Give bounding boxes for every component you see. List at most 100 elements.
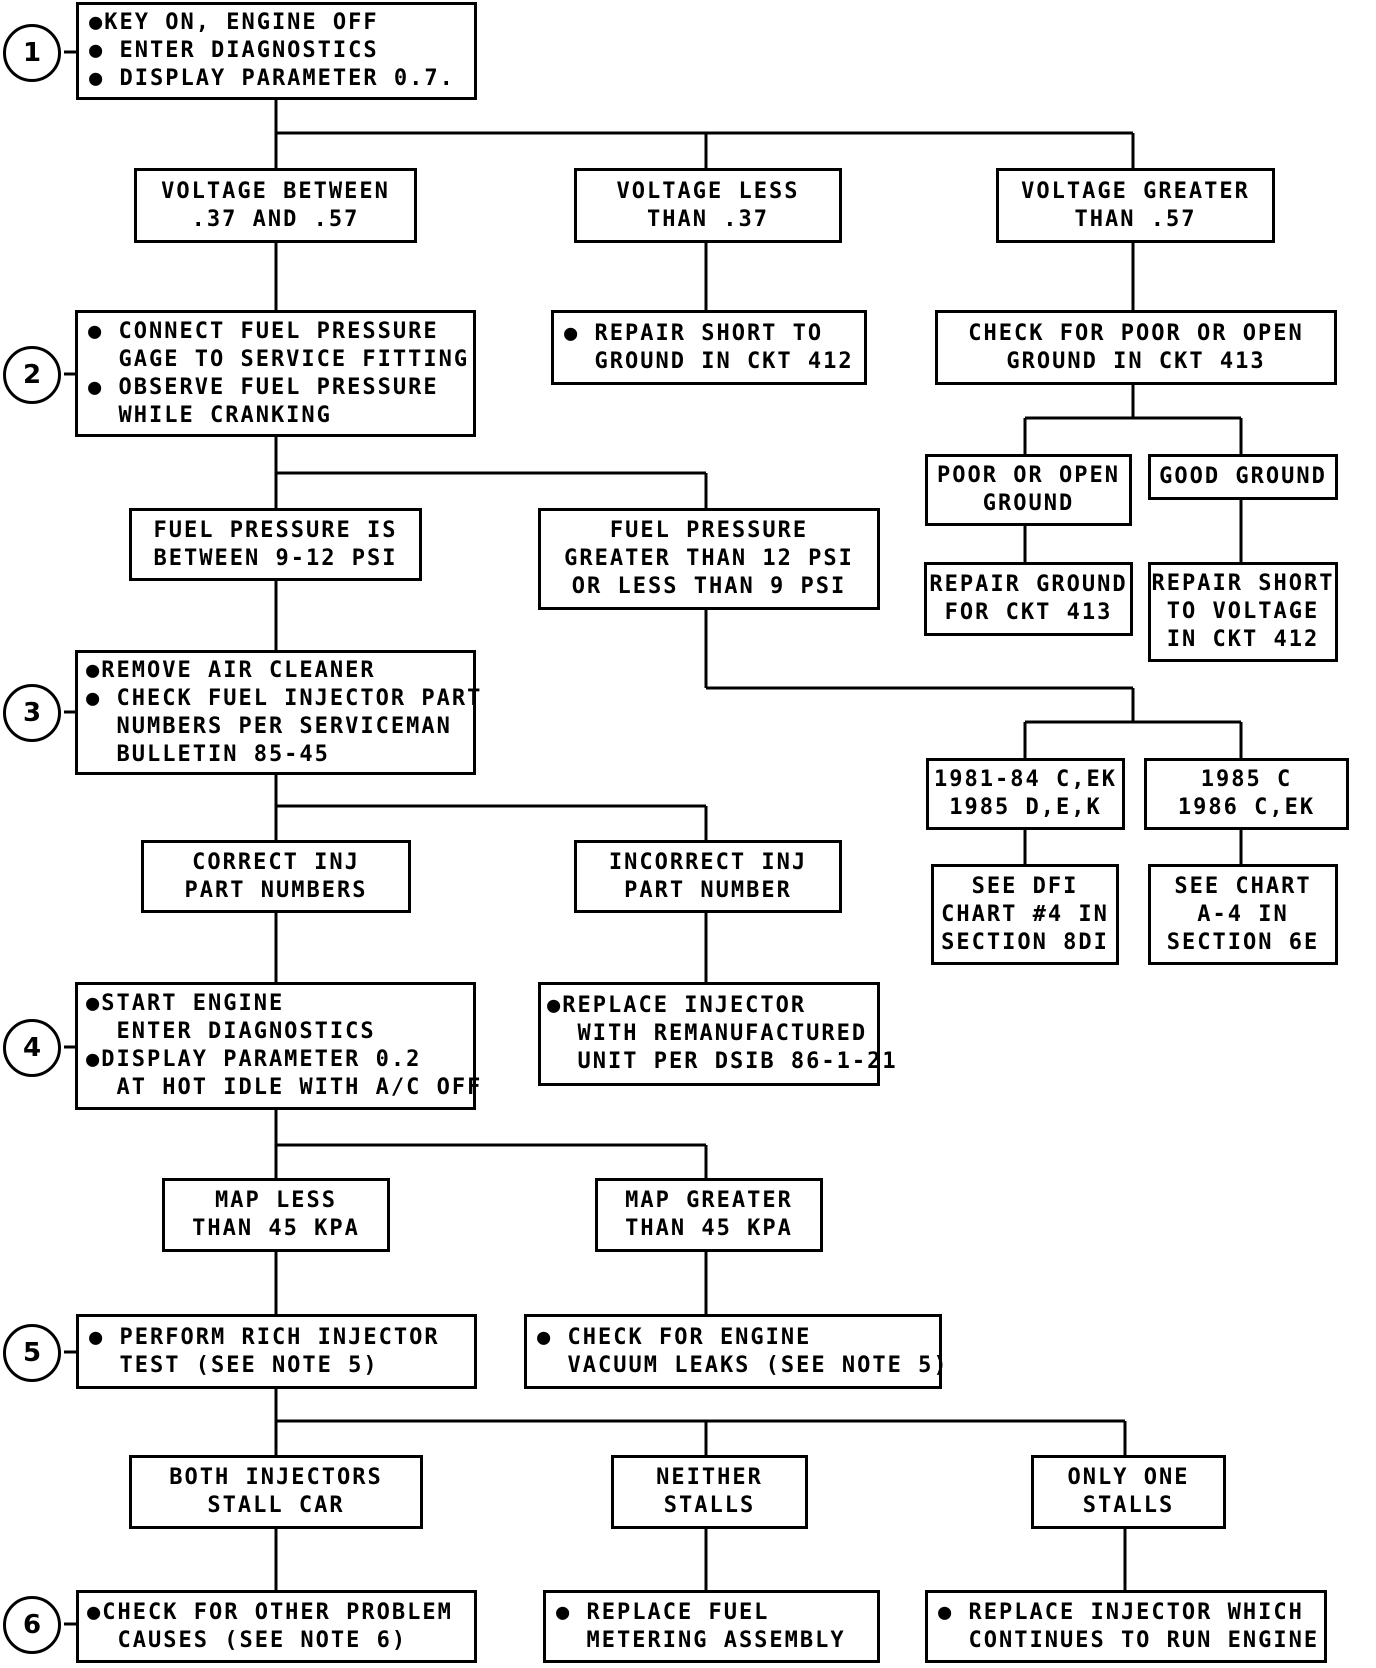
step-4-line: ●DISPLAY PARAMETER 0.2 [86, 1047, 422, 1072]
check-ground-box: CHECK FOR POOR OR OPEN GROUND IN CKT 413 [935, 310, 1337, 385]
box-line: FUEL PRESSURE [609, 518, 809, 543]
box-line: VACUUM LEAKS (SEE NOTE 5) [537, 1352, 949, 1378]
step-2-line: WHILE CRANKING [88, 402, 332, 428]
vacuum-leaks-box: ● CHECK FOR ENGINE VACUUM LEAKS (SEE NOT… [524, 1314, 947, 1389]
step-number-6: 6 [3, 1596, 61, 1654]
step-3-line: BULLETIN 85-45 [86, 741, 330, 767]
box-line: STALLS [663, 1493, 756, 1518]
box-line: VOLTAGE BETWEEN [161, 178, 390, 204]
step-number-5: 5 [3, 1324, 61, 1382]
box-line: ● REPLACE FUEL [556, 1599, 770, 1625]
box-line: VOLTAGE GREATER [1021, 178, 1250, 204]
map-greater-box: MAP GREATER THAN 45 KPA [595, 1178, 823, 1252]
box-line: UNIT PER DSIB 86-1-21 [547, 1049, 898, 1074]
box-line: METERING ASSEMBLY [556, 1627, 846, 1653]
fuel-pressure-between-box: FUEL PRESSURE IS BETWEEN 9-12 PSI [129, 508, 422, 581]
box-line: ONLY ONE [1067, 1465, 1190, 1490]
box-line: 1986 C,EK [1177, 795, 1316, 820]
step-2-box: ● CONNECT FUEL PRESSURE GAGE TO SERVICE … [75, 310, 476, 437]
box-line: TO VOLTAGE [1166, 599, 1320, 624]
box-line: STALLS [1082, 1493, 1175, 1518]
box-line: CHECK FOR POOR OR OPEN [968, 320, 1304, 346]
good-ground-box: GOOD GROUND [1148, 454, 1338, 500]
neither-stalls-box: NEITHER STALLS [611, 1455, 808, 1529]
step-4-line: AT HOT IDLE WITH A/C OFF [86, 1075, 483, 1100]
box-line: PART NUMBERS [184, 877, 368, 903]
incorrect-inj-box: INCORRECT INJ PART NUMBER [574, 840, 842, 913]
step-6-box: ●CHECK FOR OTHER PROBLEM CAUSES (SEE NOT… [76, 1590, 477, 1663]
step-1-line: ●KEY ON, ENGINE OFF [89, 10, 379, 35]
box-line: WITH REMANUFACTURED [547, 1021, 868, 1046]
box-line: CHART #4 IN [941, 901, 1109, 927]
box-line: OR LESS THAN 9 PSI [571, 574, 847, 599]
box-line: ● REPAIR SHORT TO [564, 320, 824, 346]
box-line: GREATER THAN 12 PSI [564, 546, 854, 571]
repair-short-ground-box: ● REPAIR SHORT TO GROUND IN CKT 412 [551, 310, 867, 385]
box-line: GROUND IN CKT 412 [564, 348, 854, 374]
step-4-box: ●START ENGINE ENTER DIAGNOSTICS ●DISPLAY… [75, 982, 480, 1110]
box-line: BOTH INJECTORS [169, 1465, 383, 1490]
box-line: NEITHER [656, 1465, 763, 1490]
step-1-line: ● DISPLAY PARAMETER 0.7. [89, 66, 455, 91]
map-less-box: MAP LESS THAN 45 KPA [162, 1178, 390, 1252]
step-3-line: ● CHECK FUEL INJECTOR PART [86, 685, 483, 711]
box-line: THAN .37 [647, 206, 769, 232]
box-line: CONTINUES TO RUN ENGINE [938, 1627, 1320, 1653]
box-line: GROUND [982, 491, 1075, 516]
repair-short-voltage-box: REPAIR SHORT TO VOLTAGE IN CKT 412 [1148, 562, 1338, 662]
step-2-line: GAGE TO SERVICE FITTING [88, 346, 470, 372]
box-line: A-4 IN [1197, 901, 1289, 927]
box-line: MAP LESS [215, 1188, 337, 1213]
see-chart-a4-box: SEE CHART A-4 IN SECTION 6E [1148, 864, 1338, 965]
box-line: GROUND IN CKT 413 [1006, 348, 1266, 374]
box-line: STALL CAR [207, 1493, 345, 1518]
step-6-line: CAUSES (SEE NOTE 6) [87, 1627, 408, 1653]
replace-injector-which-box: ● REPLACE INJECTOR WHICH CONTINUES TO RU… [925, 1590, 1327, 1663]
step-number-2: 2 [3, 346, 61, 404]
step-1-box: ●KEY ON, ENGINE OFF ● ENTER DIAGNOSTICS … [76, 2, 477, 100]
step-number-3: 3 [3, 684, 61, 742]
step-2-line: ● CONNECT FUEL PRESSURE [88, 318, 439, 344]
box-line: SECTION 6E [1166, 929, 1320, 955]
voltage-less-box: VOLTAGE LESS THAN .37 [574, 168, 842, 243]
step-4-line: ENTER DIAGNOSTICS [86, 1019, 376, 1044]
box-line: ●REPLACE INJECTOR [547, 993, 807, 1018]
fuel-pressure-out-of-range-box: FUEL PRESSURE GREATER THAN 12 PSI OR LES… [538, 508, 880, 610]
year-group-b-box: 1985 C 1986 C,EK [1144, 758, 1349, 830]
box-line: POOR OR OPEN [937, 463, 1120, 488]
correct-inj-box: CORRECT INJ PART NUMBERS [141, 840, 411, 913]
box-line: FOR CKT 413 [944, 600, 1113, 625]
box-line: THAN .57 [1074, 206, 1197, 232]
step-3-box: ●REMOVE AIR CLEANER ● CHECK FUEL INJECTO… [75, 650, 480, 775]
step-number-4: 4 [3, 1019, 61, 1077]
step-4-line: ●START ENGINE [86, 991, 285, 1016]
poor-open-ground-box: POOR OR OPEN GROUND [925, 454, 1132, 526]
box-line: ● CHECK FOR ENGINE [537, 1324, 812, 1350]
step-5-line: TEST (SEE NOTE 5) [89, 1352, 379, 1378]
replace-injector-box: ●REPLACE INJECTOR WITH REMANUFACTURED UN… [538, 982, 896, 1086]
box-line: VOLTAGE LESS [616, 178, 800, 204]
box-line: 1981-84 C,EK [934, 767, 1117, 792]
step-5-box: ● PERFORM RICH INJECTOR TEST (SEE NOTE 5… [76, 1314, 477, 1389]
only-one-stalls-box: ONLY ONE STALLS [1031, 1455, 1226, 1529]
box-line: GOOD GROUND [1159, 464, 1327, 489]
replace-fuel-metering-box: ● REPLACE FUEL METERING ASSEMBLY [543, 1590, 880, 1663]
box-line: BETWEEN 9-12 PSI [153, 545, 398, 571]
box-line: REPAIR SHORT [1151, 571, 1335, 596]
box-line: THAN 45 KPA [192, 1216, 360, 1241]
box-line: .37 AND .57 [191, 206, 360, 232]
box-line: INCORRECT INJ [608, 849, 808, 875]
box-line: 1985 D,E,K [949, 795, 1102, 820]
step-2-line: ● OBSERVE FUEL PRESSURE [88, 374, 439, 400]
step-number-1: 1 [3, 24, 61, 82]
repair-ground-box: REPAIR GROUND FOR CKT 413 [924, 562, 1133, 636]
box-line: ● REPLACE INJECTOR WHICH [938, 1599, 1304, 1625]
step-6-line: ●CHECK FOR OTHER PROBLEM [87, 1599, 453, 1625]
box-line: IN CKT 412 [1166, 627, 1320, 652]
both-injectors-stall-box: BOTH INJECTORS STALL CAR [129, 1455, 423, 1529]
step-3-line: ●REMOVE AIR CLEANER [86, 657, 376, 683]
box-line: FUEL PRESSURE IS [153, 517, 398, 543]
box-line: CORRECT INJ [192, 849, 360, 875]
